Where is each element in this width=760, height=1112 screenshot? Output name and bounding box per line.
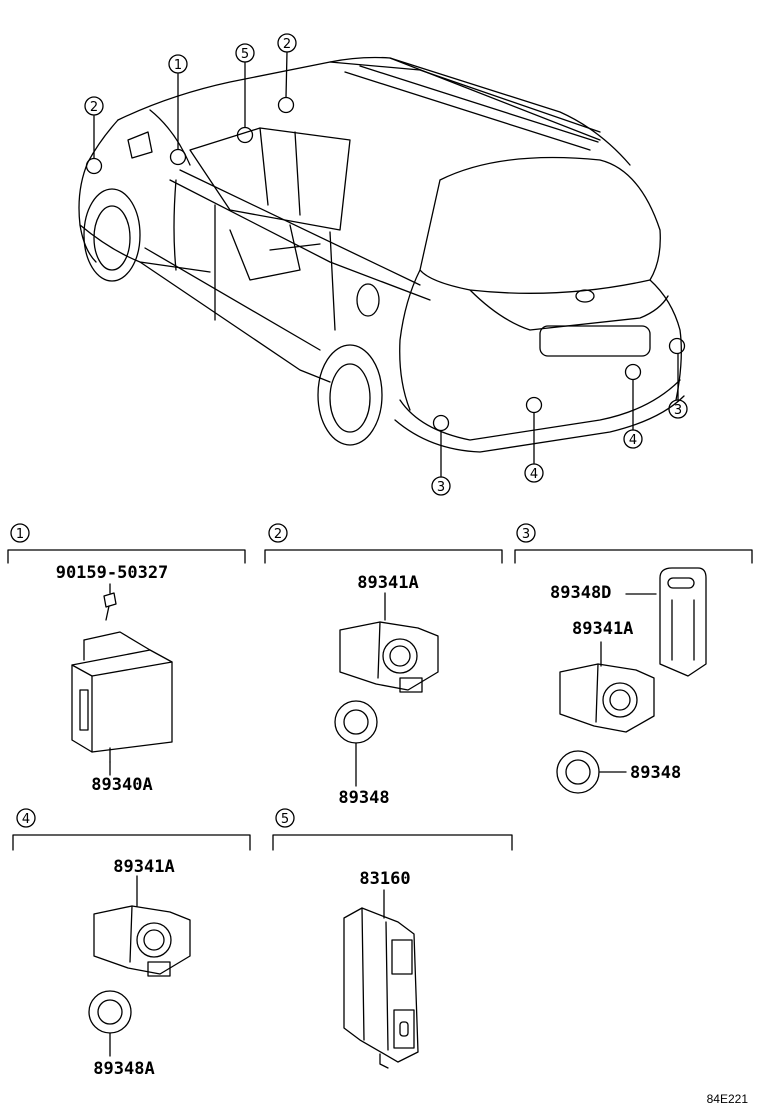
part-90159-50327: 90159-50327	[56, 563, 169, 583]
part-89348D: 89348D	[550, 583, 611, 603]
diagram-code: 84E221	[706, 1092, 748, 1106]
callout-2-front: 2	[90, 100, 98, 115]
part-83160: 83160	[359, 869, 410, 889]
part-89341A-s3: 89341A	[572, 619, 633, 639]
section-2-number: 2	[274, 527, 282, 542]
section-5-number: 5	[281, 812, 289, 827]
section-5-switch	[343, 889, 419, 1069]
section-2-sensor	[334, 592, 439, 787]
callout-numbers: 2 1 5 2 3 4 4 3	[90, 37, 682, 495]
section-4-number: 4	[22, 812, 30, 827]
vehicle-illustration	[78, 51, 686, 478]
section-3-sensor	[556, 567, 707, 794]
section-headers	[7, 523, 753, 851]
callout-1: 1	[174, 58, 182, 73]
callout-circles	[84, 33, 688, 496]
part-89341A-s4: 89341A	[113, 857, 174, 877]
section-4-sensor	[88, 875, 191, 1057]
part-89348-s3: 89348	[630, 763, 681, 783]
callout-3-left: 3	[437, 480, 445, 495]
part-89341A-s2: 89341A	[357, 573, 418, 593]
section-1-number: 1	[16, 527, 24, 542]
callout-3-right: 3	[674, 403, 682, 418]
part-89340A: 89340A	[91, 775, 152, 795]
part-89348-s2: 89348	[338, 788, 389, 808]
part-89348A: 89348A	[93, 1059, 154, 1079]
callout-5: 5	[241, 47, 249, 62]
callout-4-right: 4	[629, 433, 637, 448]
callout-4-center: 4	[530, 467, 538, 482]
section-1-ecu	[71, 583, 173, 776]
section-3-number: 3	[522, 527, 530, 542]
callout-2-top: 2	[283, 37, 291, 52]
